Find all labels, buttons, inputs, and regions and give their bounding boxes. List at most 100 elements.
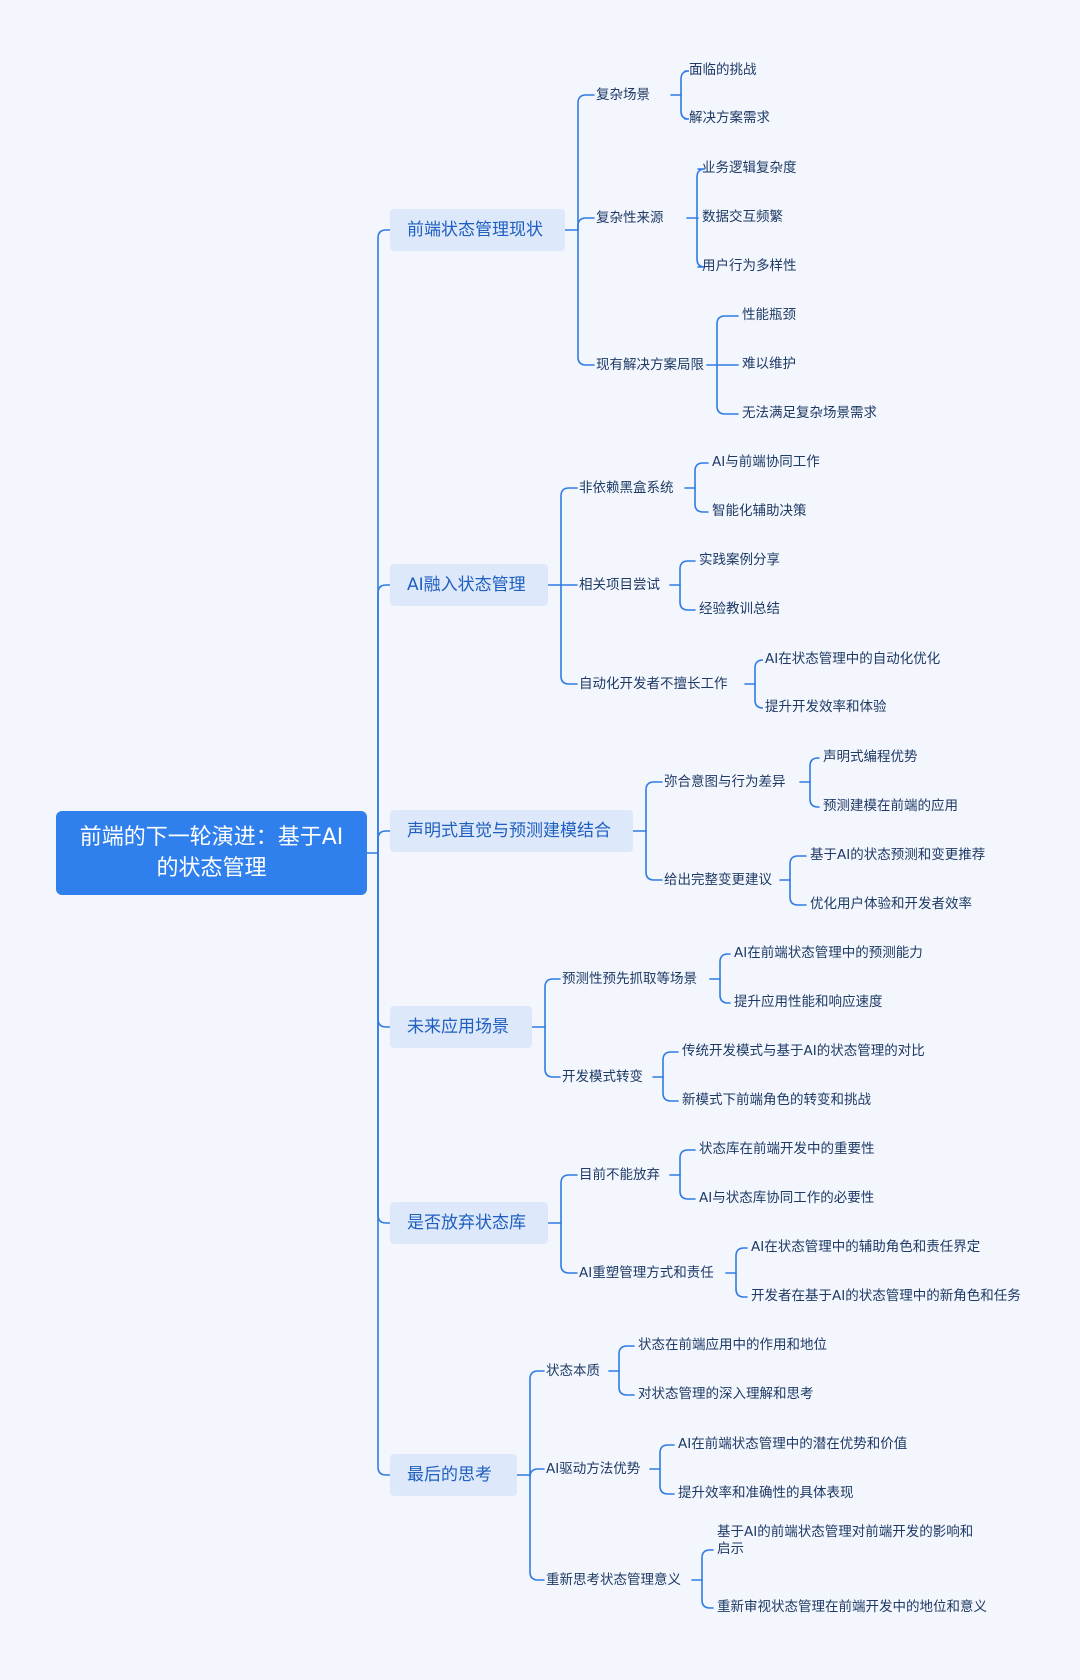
subtopic-4-2[interactable]: 开发模式转变 bbox=[562, 1067, 643, 1087]
subtopic-2-3[interactable]: 自动化开发者不擅长工作 bbox=[579, 674, 728, 694]
branch-topic-2[interactable]: AI融入状态管理 bbox=[390, 564, 548, 606]
root-topic[interactable]: 前端的下一轮演进：基于AI的状态管理 bbox=[56, 811, 367, 895]
subtopic-6-2[interactable]: AI驱动方法优势 bbox=[546, 1459, 640, 1479]
leaf-2-1-2[interactable]: 智能化辅助决策 bbox=[712, 503, 807, 520]
leaf-6-1-1-label: 状态在前端应用中的作用和地位 bbox=[638, 1337, 827, 1353]
leaf-6-2-1-label: AI在前端状态管理中的潜在优势和价值 bbox=[678, 1436, 908, 1452]
connector-line bbox=[544, 978, 561, 1028]
branch-topic-1[interactable]: 前端状态管理现状 bbox=[390, 209, 565, 251]
connector-line bbox=[529, 1474, 545, 1581]
subtopic-4-1-label: 预测性预先抓取等场景 bbox=[562, 971, 697, 987]
leaf-1-3-1[interactable]: 性能瓶颈 bbox=[742, 307, 796, 324]
connector-line bbox=[618, 1370, 635, 1396]
leaf-4-2-1[interactable]: 传统开发模式与基于AI的状态管理的对比 bbox=[682, 1043, 925, 1060]
subtopic-6-1[interactable]: 状态本质 bbox=[546, 1361, 600, 1381]
connector-line bbox=[809, 781, 820, 808]
branch-topic-5[interactable]: 是否放弃状态库 bbox=[390, 1202, 548, 1244]
leaf-1-2-1[interactable]: 业务逻辑复杂度 bbox=[702, 160, 797, 177]
leaf-5-2-1-label: AI在状态管理中的辅助角色和责任界定 bbox=[751, 1239, 981, 1255]
branch-topic-1-label: 前端状态管理现状 bbox=[407, 220, 543, 240]
leaf-1-3-2[interactable]: 难以维护 bbox=[742, 356, 796, 373]
leaf-4-2-1-label: 传统开发模式与基于AI的状态管理的对比 bbox=[682, 1043, 925, 1059]
connector-line bbox=[735, 1247, 748, 1274]
leaf-4-2-2-label: 新模式下前端角色的转变和挑战 bbox=[682, 1092, 871, 1108]
leaf-1-2-3-label: 用户行为多样性 bbox=[702, 258, 797, 274]
connector-line bbox=[735, 1272, 748, 1298]
leaf-6-3-2[interactable]: 重新审视状态管理在前端开发中的地位和意义 bbox=[717, 1599, 987, 1616]
leaf-3-1-1[interactable]: 声明式编程优势 bbox=[823, 749, 918, 766]
connector-line bbox=[680, 70, 690, 96]
subtopic-2-1[interactable]: 非依赖黑盒系统 bbox=[579, 478, 674, 498]
leaf-5-2-2-label: 开发者在基于AI的状态管理中的新角色和任务 bbox=[751, 1288, 1021, 1304]
leaf-3-2-1[interactable]: 基于AI的状态预测和变更推荐 bbox=[810, 847, 985, 864]
connector-line bbox=[645, 830, 663, 881]
leaf-2-3-1[interactable]: AI在状态管理中的自动化优化 bbox=[765, 651, 940, 668]
leaf-2-2-1[interactable]: 实践案例分享 bbox=[699, 552, 780, 569]
leaf-1-3-3-label: 无法满足复杂场景需求 bbox=[742, 405, 877, 421]
leaf-6-1-2[interactable]: 对状态管理的深入理解和思考 bbox=[638, 1386, 814, 1403]
connector-line bbox=[679, 1149, 696, 1176]
subtopic-3-2[interactable]: 给出完整变更建议 bbox=[664, 870, 772, 890]
connector-line bbox=[662, 1076, 679, 1102]
connector-line bbox=[701, 1549, 714, 1581]
connector-line bbox=[618, 1345, 635, 1372]
connector-line bbox=[716, 364, 739, 415]
subtopic-6-1-label: 状态本质 bbox=[546, 1363, 600, 1379]
connector-line bbox=[680, 94, 690, 120]
subtopic-5-1[interactable]: 目前不能放弃 bbox=[579, 1165, 660, 1185]
leaf-6-2-2[interactable]: 提升效率和准确性的具体表现 bbox=[678, 1485, 854, 1502]
subtopic-3-2-label: 给出完整变更建议 bbox=[664, 872, 772, 888]
connector-line bbox=[560, 1222, 578, 1274]
subtopic-1-2[interactable]: 复杂性来源 bbox=[596, 208, 664, 228]
leaf-5-2-2[interactable]: 开发者在基于AI的状态管理中的新角色和任务 bbox=[751, 1288, 1021, 1305]
subtopic-6-3[interactable]: 重新思考状态管理意义 bbox=[546, 1570, 681, 1590]
leaf-4-1-2-label: 提升应用性能和响应速度 bbox=[734, 994, 883, 1010]
subtopic-4-1[interactable]: 预测性预先抓取等场景 bbox=[562, 969, 697, 989]
subtopic-3-1[interactable]: 弥合意图与行为差异 bbox=[664, 772, 786, 792]
leaf-2-3-2[interactable]: 提升开发效率和体验 bbox=[765, 699, 887, 716]
branch-topic-6[interactable]: 最后的思考 bbox=[390, 1454, 517, 1496]
leaf-1-3-1-label: 性能瓶颈 bbox=[742, 307, 796, 323]
subtopic-4-2-label: 开发模式转变 bbox=[562, 1069, 643, 1085]
subtopic-1-1[interactable]: 复杂场景 bbox=[596, 85, 650, 105]
subtopic-1-3-label: 现有解决方案局限 bbox=[596, 357, 704, 373]
leaf-5-2-1[interactable]: AI在状态管理中的辅助角色和责任界定 bbox=[751, 1239, 980, 1256]
leaf-4-2-2[interactable]: 新模式下前端角色的转变和挑战 bbox=[682, 1092, 871, 1109]
subtopic-2-2[interactable]: 相关项目尝试 bbox=[579, 575, 660, 595]
leaf-6-1-1[interactable]: 状态在前端应用中的作用和地位 bbox=[638, 1337, 827, 1354]
leaf-6-3-1[interactable]: 基于AI的前端状态管理对前端开发的影响和启示 bbox=[717, 1524, 982, 1558]
leaf-3-1-2[interactable]: 预测建模在前端的应用 bbox=[823, 798, 958, 815]
subtopic-6-2-label: AI驱动方法优势 bbox=[546, 1461, 641, 1477]
leaf-1-3-2-label: 难以维护 bbox=[742, 356, 796, 372]
leaf-6-2-1[interactable]: AI在前端状态管理中的潜在优势和价值 bbox=[678, 1436, 907, 1453]
leaf-1-2-3[interactable]: 用户行为多样性 bbox=[702, 258, 797, 275]
connector-line bbox=[696, 217, 706, 268]
leaf-5-1-1[interactable]: 状态库在前端开发中的重要性 bbox=[699, 1141, 875, 1158]
leaf-1-1-2[interactable]: 解决方案需求 bbox=[689, 110, 770, 127]
leaf-1-1-1[interactable]: 面临的挑战 bbox=[689, 62, 757, 79]
leaf-2-1-1[interactable]: AI与前端协同工作 bbox=[712, 454, 820, 471]
leaf-2-2-2[interactable]: 经验教训总结 bbox=[699, 601, 780, 618]
leaf-4-1-1[interactable]: AI在前端状态管理中的预测能力 bbox=[734, 945, 923, 962]
leaf-5-1-2[interactable]: AI与状态库协同工作的必要性 bbox=[699, 1190, 874, 1207]
leaf-1-1-2-label: 解决方案需求 bbox=[689, 110, 770, 126]
branch-topic-4[interactable]: 未来应用场景 bbox=[390, 1006, 532, 1048]
subtopic-1-3[interactable]: 现有解决方案局限 bbox=[596, 355, 704, 375]
leaf-2-3-1-label: AI在状态管理中的自动化优化 bbox=[765, 651, 941, 667]
connector-line bbox=[377, 830, 391, 854]
subtopic-5-2-label: AI重塑管理方式和责任 bbox=[579, 1265, 714, 1281]
connector-line bbox=[789, 879, 807, 906]
connector-line bbox=[377, 584, 391, 854]
leaf-4-1-2[interactable]: 提升应用性能和响应速度 bbox=[734, 994, 883, 1011]
subtopic-2-1-label: 非依赖黑盒系统 bbox=[579, 480, 674, 496]
branch-topic-3[interactable]: 声明式直觉与预测建模结合 bbox=[390, 810, 633, 852]
leaf-1-3-3[interactable]: 无法满足复杂场景需求 bbox=[742, 405, 877, 422]
leaf-6-1-2-label: 对状态管理的深入理解和思考 bbox=[638, 1386, 814, 1402]
subtopic-6-3-label: 重新思考状态管理意义 bbox=[546, 1572, 681, 1588]
branch-topic-3-label: 声明式直觉与预测建模结合 bbox=[407, 821, 611, 841]
subtopic-5-1-label: 目前不能放弃 bbox=[579, 1167, 660, 1183]
subtopic-5-2[interactable]: AI重塑管理方式和责任 bbox=[579, 1263, 714, 1283]
leaf-1-2-2[interactable]: 数据交互频繁 bbox=[702, 209, 783, 226]
leaf-3-2-2[interactable]: 优化用户体验和开发者效率 bbox=[810, 896, 972, 913]
